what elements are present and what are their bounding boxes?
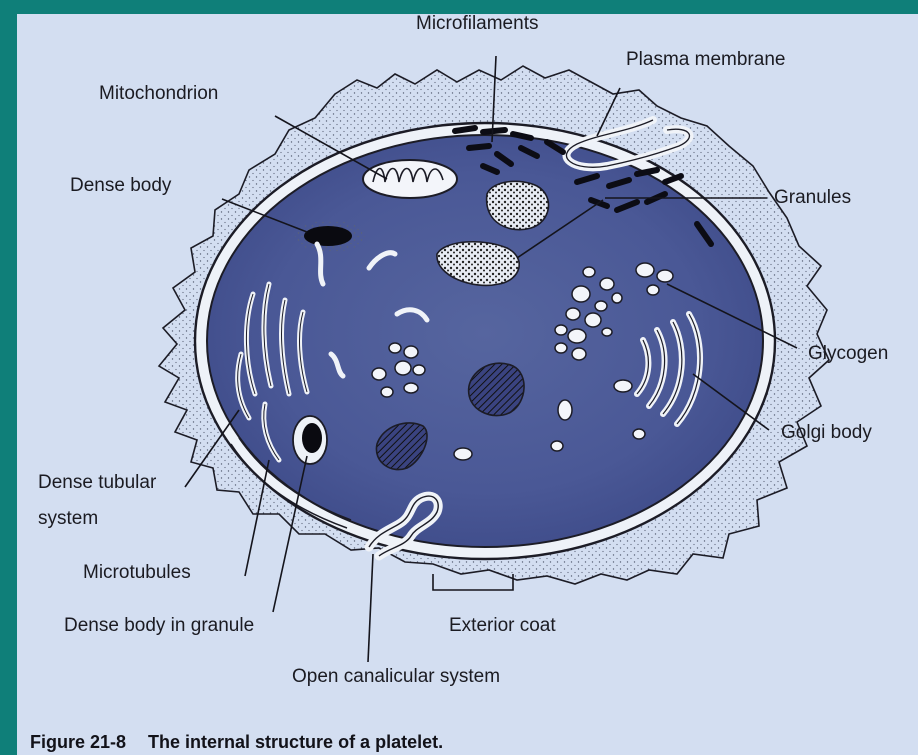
label-dense-tubular-line2: system	[38, 508, 98, 530]
label-golgi-body: Golgi body	[781, 422, 872, 444]
platelet-diagram	[17, 14, 918, 755]
label-plasma-membrane: Plasma membrane	[626, 49, 785, 71]
granule-upper	[487, 181, 549, 229]
caption-number: Figure 21-8	[30, 732, 126, 752]
label-granules: Granules	[774, 187, 851, 209]
label-mitochondrion: Mitochondrion	[99, 83, 218, 105]
hatched-granule-center	[469, 363, 524, 415]
label-dense-body-in-granule: Dense body in granule	[64, 615, 254, 637]
label-glycogen: Glycogen	[808, 343, 888, 365]
label-open-canalicular-system: Open canalicular system	[292, 666, 500, 688]
dense-body-in-granule-organelle	[293, 416, 327, 464]
label-exterior-coat: Exterior coat	[449, 615, 556, 637]
label-microfilaments: Microfilaments	[416, 14, 538, 35]
figure-caption: Figure 21-8 The internal structure of a p…	[30, 732, 443, 753]
caption-text: The internal structure of a platelet.	[148, 732, 443, 752]
label-dense-tubular-line1: Dense tubular	[38, 472, 156, 494]
mitochondrion-organelle	[363, 160, 457, 198]
label-microtubules: Microtubules	[83, 562, 191, 584]
label-dense-body: Dense body	[70, 175, 171, 197]
dense-body-organelle	[295, 220, 365, 252]
figure-panel: Microfilaments Plasma membrane Mitochond…	[17, 14, 918, 755]
